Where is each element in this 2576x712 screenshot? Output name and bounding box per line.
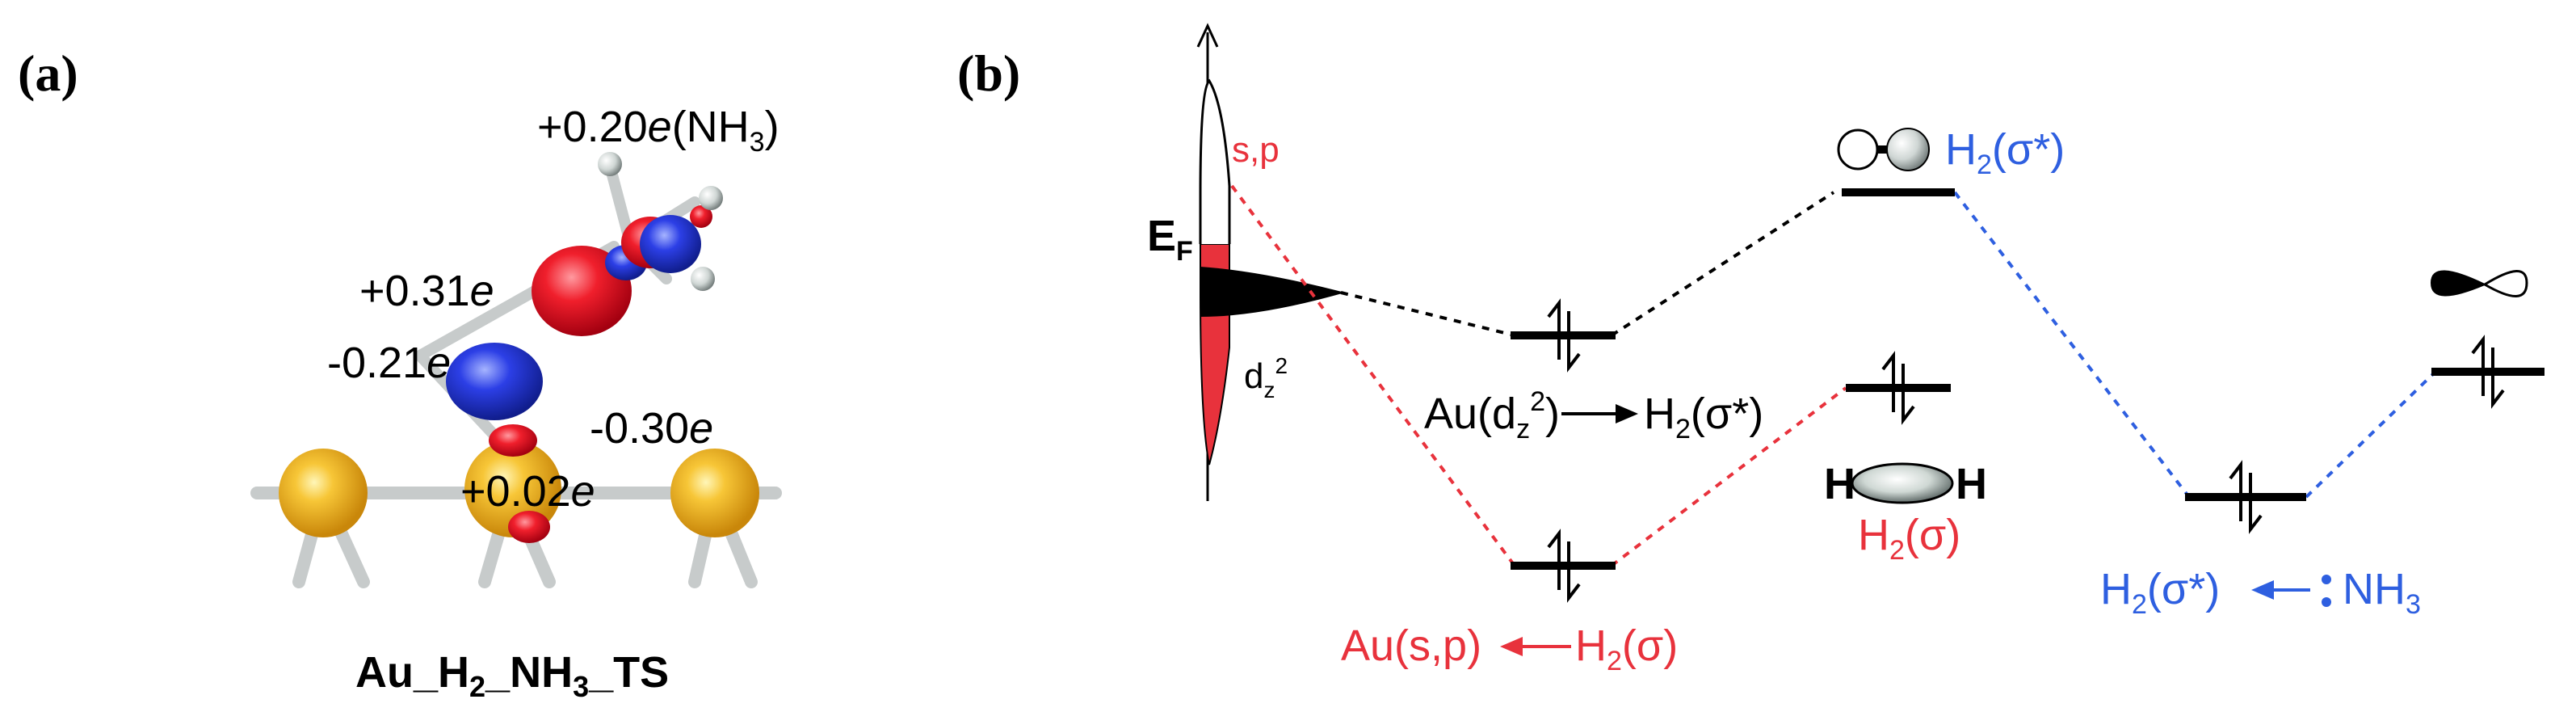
red-lobe-small [690, 205, 712, 228]
au-atom-left [279, 449, 368, 537]
nh3-lone-pair-orbital-icon [2430, 270, 2528, 297]
charge-au-center: +0.02e [460, 467, 595, 516]
red-lobe-au-top [489, 424, 537, 457]
charge-nh3: +0.20e(NH3) [537, 103, 780, 158]
charge-h-lower: -0.21e [327, 339, 451, 387]
dash-nh3-to-lone-pair [2305, 370, 2437, 499]
charge-h-upper: +0.31e [359, 267, 494, 315]
svg-text:H2(σ*): H2(σ*) [2100, 565, 2220, 620]
dos-d-band [1200, 267, 1345, 317]
h-atom-left-label: H [1824, 460, 1855, 508]
dash-level-to-sigma-star [1610, 191, 1835, 337]
svg-text:Au(dz2): Au(dz2) [1424, 386, 1560, 444]
dash-sp-to-bonding [1230, 184, 1516, 567]
donation-dz2-to-sigma-star: Au(dz2) H2(σ*) [1424, 386, 1763, 444]
dos-empty-sp-band [1199, 78, 1231, 244]
h-atom-right-label: H [1956, 460, 1987, 508]
energy-axis-arrowhead [1196, 23, 1219, 48]
panel-b-label: (b) [957, 44, 1020, 102]
au-h2-nh3-ts-structure [250, 152, 782, 588]
panel-a-label: (a) [18, 44, 78, 102]
svg-text:NH3: NH3 [2343, 565, 2421, 620]
spin-pair-au-dz2 [1547, 298, 1581, 373]
blue-lobe-n [640, 215, 701, 273]
donation-nh3-to-sigma-star: H2(σ*) NH3 [2100, 565, 2421, 620]
dz2-label: dz2 [1244, 353, 1288, 402]
dash-bonding-to-sigma [1610, 386, 1847, 567]
au-atom-right [670, 449, 759, 537]
spin-pair-au-sp [1547, 529, 1581, 603]
fermi-level-label: EF [1147, 212, 1193, 267]
h-atom-nh3-right [699, 186, 723, 210]
svg-text:H2(σ*): H2(σ*) [1644, 390, 1763, 444]
h2-sigma-orbital-icon [1851, 462, 1954, 504]
blue-lobe-h-lower [446, 343, 543, 420]
svg-text:H2(σ): H2(σ) [1575, 621, 1678, 676]
donation-sigma-to-au-sp: Au(s,p) H2(σ) [1341, 621, 1678, 676]
svg-text:Au(s,p): Au(s,p) [1341, 621, 1481, 670]
charge-au-right: -0.30e [590, 404, 713, 453]
spin-pair-h2-nh3 [2229, 460, 2263, 534]
h2-sigma-star-orbital-icon [1837, 128, 1930, 171]
dash-sigma-star-to-nh3 [1953, 191, 2191, 499]
h2-sigma-star-label: H2(σ*) [1945, 125, 2065, 180]
dash-d-to-level [1340, 291, 1515, 337]
panel-a-caption: Au_H2_NH3_TS [355, 648, 669, 703]
h-atom-nh3-top [598, 152, 622, 176]
h-atom-nh3-bottom [691, 267, 715, 291]
spin-pair-nh3 [2471, 335, 2505, 409]
spin-pair-h2-sigma [1881, 351, 1915, 425]
sp-band-label: s,p [1232, 130, 1280, 170]
h2-sigma-label: H2(σ) [1858, 511, 1960, 566]
red-lobe-au-bottom [508, 511, 550, 543]
